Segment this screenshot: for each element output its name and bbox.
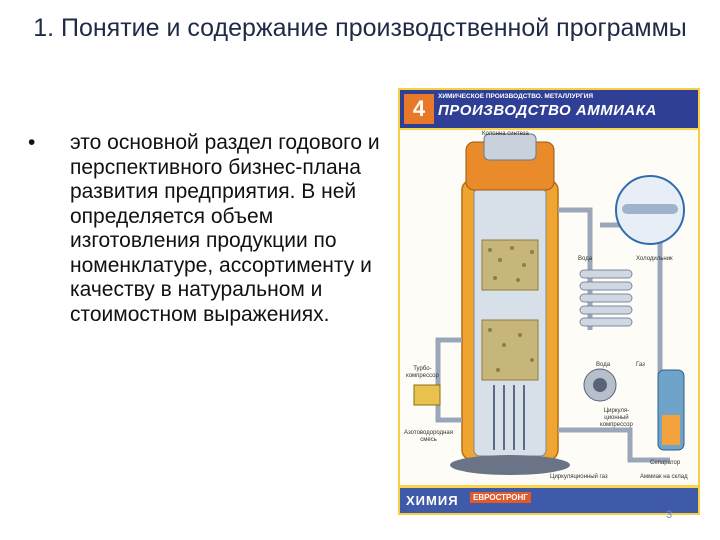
label-ammonia-to-storage: Аммиак на склад — [640, 474, 688, 480]
poster-series: ХИМИЧЕСКОЕ ПРОИЗВОДСТВО. МЕТАЛЛУРГИЯ — [438, 93, 594, 100]
poster-header: 4 ХИМИЧЕСКОЕ ПРОИЗВОДСТВО. МЕТАЛЛУРГИЯ П… — [400, 90, 698, 128]
poster-footer: ХИМИЯ ЕВРОСТРОНГ — [400, 488, 698, 513]
bullet-text: это основной раздел годового и перспекти… — [70, 131, 380, 326]
label-separator: Сепаратор — [650, 460, 681, 466]
body-text: • это основной раздел годового и перспек… — [28, 131, 383, 327]
footer-brand-logo: ЕВРОСТРОНГ — [470, 492, 531, 503]
label-gas: Газ — [636, 362, 645, 368]
label-water: Вода — [578, 256, 593, 262]
label-circulation-compressor: Циркуля- ционный компрессор — [600, 408, 633, 428]
label-water-2: Вода — [596, 362, 611, 368]
label-nitrogen-hydrogen-mix: Азотоводородная смесь — [404, 430, 454, 443]
poster-title: ПРОИЗВОДСТВО АММИАКА — [438, 102, 657, 119]
label-circulation-gas: Циркуляционный газ — [550, 474, 608, 480]
page-number: 3 — [666, 509, 673, 521]
poster-diagram: Колонна синтеза Вода Холодильник Турбо- … — [400, 130, 698, 485]
poster-number: 4 — [404, 94, 434, 124]
slide-title: 1. Понятие и содержание производственной… — [33, 14, 687, 42]
label-synthesis-column: Колонна синтеза — [482, 131, 529, 137]
label-cooler: Холодильник — [636, 256, 673, 262]
ammonia-production-poster: 4 ХИМИЧЕСКОЕ ПРОИЗВОДСТВО. МЕТАЛЛУРГИЯ П… — [398, 88, 700, 515]
poster-frame: 4 ХИМИЧЕСКОЕ ПРОИЗВОДСТВО. МЕТАЛЛУРГИЯ П… — [400, 90, 698, 513]
label-turbo-compressor: Турбо- компрессор — [406, 366, 439, 379]
footer-brand: ХИМИЯ — [406, 493, 459, 508]
bullet-marker: • — [28, 131, 36, 154]
bullet-item: • это основной раздел годового и перспек… — [28, 131, 383, 327]
ammonia-plant-illustration — [400, 130, 698, 485]
